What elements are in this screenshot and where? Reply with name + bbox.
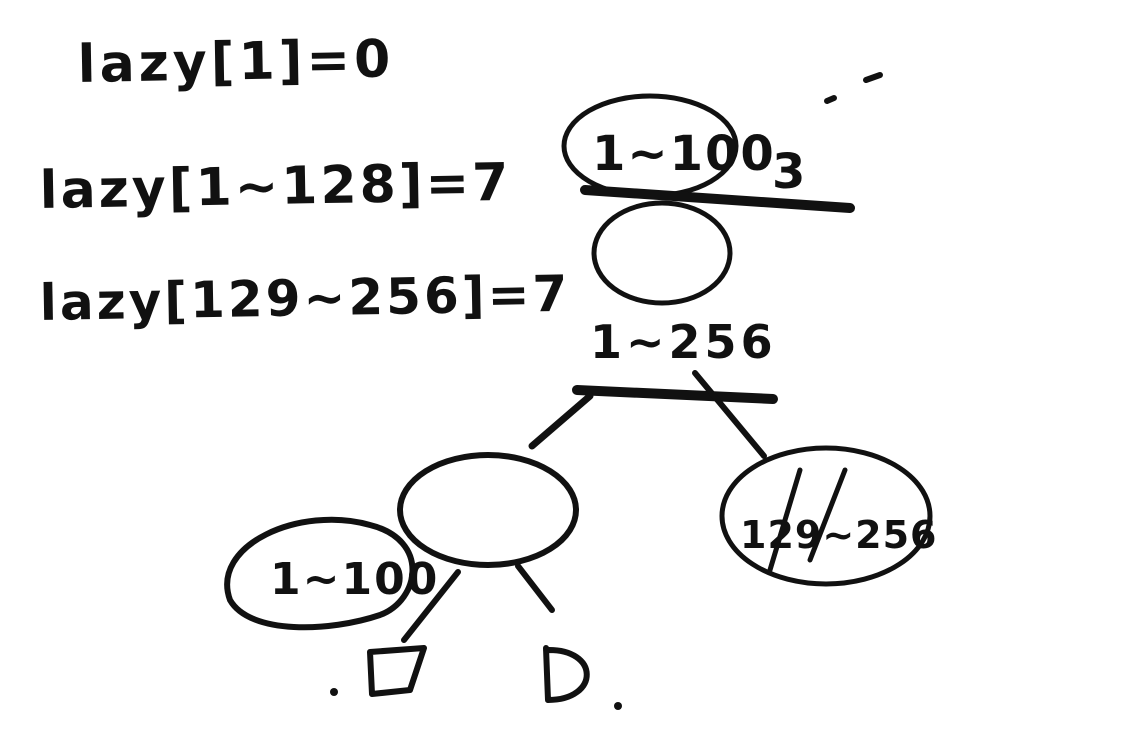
middle-node-circle [591, 200, 733, 306]
right-child-circle [719, 445, 933, 587]
left-leaf-node: 1~100 [224, 516, 439, 631]
bottom-left-dot [330, 688, 338, 696]
left-child-edge-left [401, 569, 461, 643]
left-leaf-circle [224, 516, 416, 631]
note-line-1: lazy[1]=0 [77, 29, 395, 95]
lazy-notes: lazy[1]=0 lazy[1~128]=7 lazy[129~256]=7 [39, 29, 571, 332]
root-node-label: 1~100 [592, 126, 776, 182]
left-child-circle [397, 452, 579, 568]
right-child-hatch-1 [767, 467, 803, 573]
left-child-edge-right [515, 563, 555, 613]
bottom-left-box [367, 645, 427, 697]
ellipsis-marks [824, 72, 883, 104]
range-underline [572, 385, 778, 404]
tree-edges [528, 370, 767, 459]
middle-node [591, 200, 733, 306]
edge-to-right-child [692, 370, 767, 459]
right-child-hatch-2 [807, 467, 848, 563]
root-strike-line [580, 185, 855, 213]
root-node: 1~100 3 [561, 93, 855, 213]
range-node: 1~256 [572, 315, 778, 404]
root-node-extra: 3 [772, 144, 805, 200]
left-leaf-label: 1~100 [270, 554, 439, 605]
range-node-label: 1~256 [590, 315, 777, 369]
left-child-node [397, 452, 579, 643]
right-child-label: 129~256 [740, 513, 937, 557]
bottom-right-d [543, 645, 590, 703]
edge-to-left-child [528, 392, 594, 450]
bottom-right-dot [614, 702, 622, 710]
right-child-node: 129~256 [719, 445, 937, 587]
note-line-3: lazy[129~256]=7 [39, 265, 571, 332]
note-line-2: lazy[1~128]=7 [39, 153, 512, 221]
bottom-leaves [330, 645, 622, 710]
